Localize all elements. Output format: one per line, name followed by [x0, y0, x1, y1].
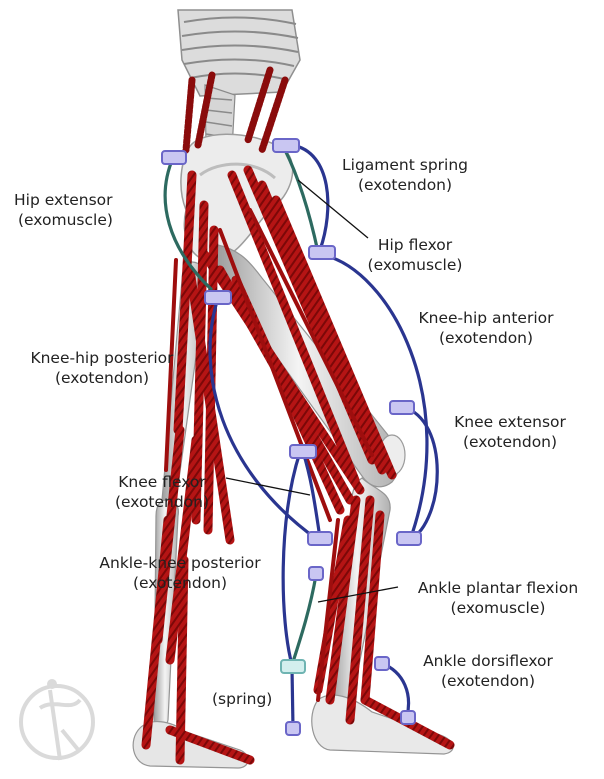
label-ankle-knee-posterior-line1: Ankle-knee posterior	[80, 553, 280, 573]
attachment-toe	[401, 711, 415, 724]
pointer-knee-flexor	[226, 478, 310, 495]
label-ankle-dorsiflexor: Ankle dorsiflexor (exotendon)	[404, 651, 572, 691]
attachment-hip-front	[273, 139, 299, 152]
label-hip-extensor-line2: (exomuscle)	[14, 210, 113, 230]
label-knee-hip-anterior-line1: Knee-hip anterior	[400, 308, 572, 328]
label-hip-flexor: Hip flexor (exomuscle)	[355, 235, 475, 275]
ligament-spring-exotendon	[292, 145, 328, 250]
label-knee-extensor: Knee extensor (exotendon)	[440, 412, 580, 452]
attachment-hip-back	[162, 151, 186, 164]
label-spring-text: (spring)	[212, 689, 272, 709]
attachment-thigh-front	[309, 246, 335, 259]
label-knee-flexor: Knee flexor (exotendon)	[100, 472, 224, 512]
attachment-calf	[309, 567, 323, 580]
ankle-plantar-flexion-exomuscle	[292, 575, 316, 665]
label-knee-hip-posterior-line1: Knee-hip posterior	[14, 348, 190, 368]
attachment-thigh-back	[205, 291, 231, 304]
label-knee-flexor-line1: Knee flexor	[100, 472, 224, 492]
label-knee-extensor-line1: Knee extensor	[440, 412, 580, 432]
attachment-shin-back	[308, 532, 332, 545]
label-ligament-spring-line1: Ligament spring	[325, 155, 485, 175]
label-ankle-dorsiflexor-line1: Ankle dorsiflexor	[404, 651, 572, 671]
attachment-knee-back	[290, 445, 316, 458]
label-knee-hip-anterior-line2: (exotendon)	[400, 328, 572, 348]
label-ankle-dorsiflexor-line2: (exotendon)	[404, 671, 572, 691]
label-ankle-plantar-flexion-line1: Ankle plantar flexion	[396, 578, 600, 598]
knee-extensor-exotendon	[403, 407, 437, 540]
label-hip-extensor-line1: Hip extensor	[14, 190, 113, 210]
label-knee-hip-anterior: Knee-hip anterior (exotendon)	[400, 308, 572, 348]
label-knee-hip-posterior: Knee-hip posterior (exotendon)	[14, 348, 190, 388]
label-hip-flexor-line1: Hip flexor	[355, 235, 475, 255]
label-hip-flexor-line2: (exomuscle)	[355, 255, 475, 275]
label-ankle-plantar-flexion: Ankle plantar flexion (exomuscle)	[396, 578, 600, 618]
attachment-shin-front	[397, 532, 421, 545]
label-ankle-knee-posterior: Ankle-knee posterior (exotendon)	[80, 553, 280, 593]
attachment-ankle-front	[375, 657, 389, 670]
label-ankle-plantar-flexion-line2: (exomuscle)	[396, 598, 600, 618]
label-ligament-spring-line2: (exotendon)	[325, 175, 485, 195]
attachment-knee-front	[390, 401, 414, 414]
label-knee-extensor-line2: (exotendon)	[440, 432, 580, 452]
label-knee-hip-posterior-line2: (exotendon)	[14, 368, 190, 388]
label-ligament-spring: Ligament spring (exotendon)	[325, 155, 485, 195]
spring-segment	[292, 668, 293, 728]
label-hip-extensor: Hip extensor (exomuscle)	[14, 190, 113, 230]
spring-element	[281, 660, 305, 673]
dancer-logo-icon	[21, 679, 93, 760]
label-knee-flexor-line2: (exotendon)	[100, 492, 224, 512]
label-ankle-knee-posterior-line2: (exotendon)	[80, 573, 280, 593]
label-spring: (spring)	[212, 689, 272, 709]
attachment-heel	[286, 722, 300, 735]
front-foot	[312, 695, 453, 754]
ankle-knee-posterior-exotendon	[283, 452, 300, 665]
